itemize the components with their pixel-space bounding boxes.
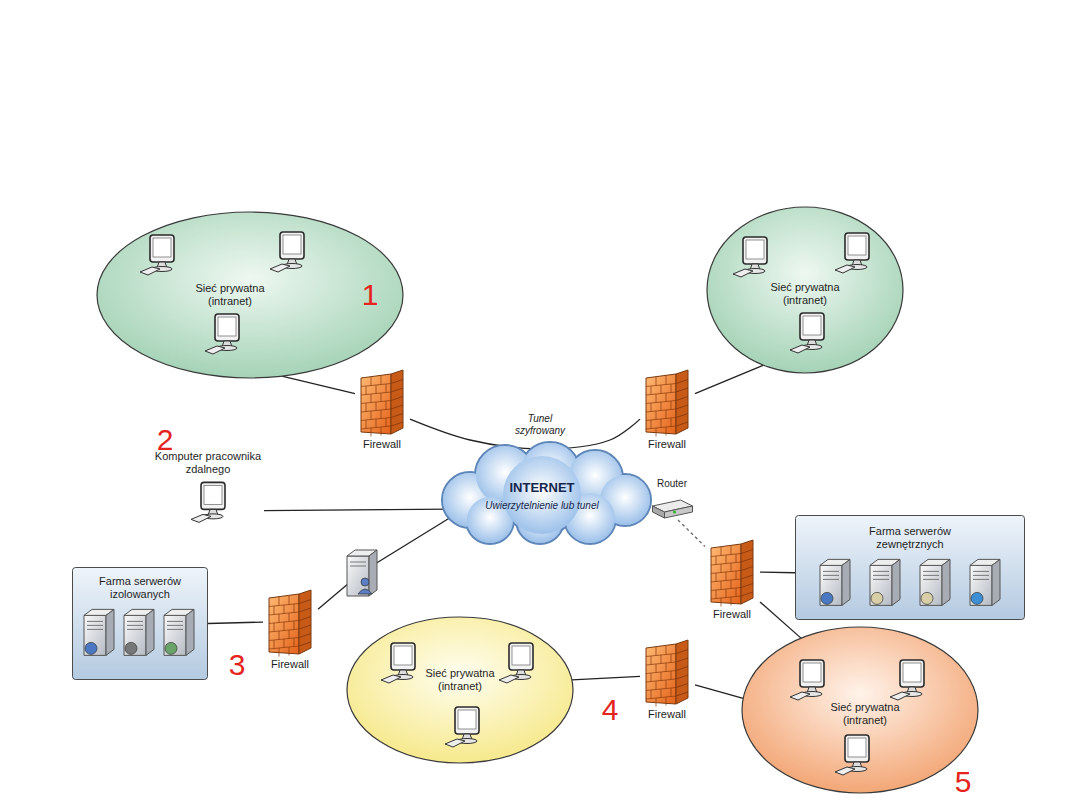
computer-icon (835, 233, 869, 273)
cloud-shape (442, 442, 651, 544)
computer-icon (499, 643, 533, 683)
node-label: Sieć prywatna (intranet) (760, 281, 850, 307)
node-label: Farma serwerów zewnętrznych (855, 525, 965, 551)
node-label: Firewall (355, 438, 410, 451)
firewall-wall (361, 370, 403, 437)
server-icon (920, 559, 950, 605)
computer-icon (445, 707, 479, 747)
network-link (572, 676, 640, 680)
network-link (695, 685, 743, 699)
callout-number: 5 (943, 764, 983, 800)
server-icon (84, 609, 114, 655)
firewall-wall (711, 540, 753, 607)
network-link (282, 376, 355, 393)
server-icon (820, 559, 850, 605)
computer-icon (790, 313, 824, 353)
network-ellipse: Sieć prywatna (intranet) (705, 205, 905, 375)
network-outline (97, 212, 403, 378)
node-label: Sieć prywatna (intranet) (420, 667, 500, 693)
firewall-wall (646, 640, 688, 707)
network-outline (707, 207, 903, 373)
computer-icon (191, 482, 225, 522)
server-icon (870, 559, 900, 605)
farm-outline (73, 568, 208, 680)
network-outline (742, 627, 978, 793)
node-label: Firewall (263, 658, 318, 671)
remote-computer: Komputer pracownika zdalnego (152, 448, 264, 526)
computer-icon (381, 643, 415, 683)
network-link (760, 571, 795, 573)
computer-icon (205, 314, 239, 354)
callout-number: 3 (217, 647, 257, 683)
edge-label: Tunel szyfrowany (505, 413, 575, 437)
server-farm-box: Farma serwerów zewnętrznych (795, 515, 1025, 620)
node-label: Firewall (640, 438, 695, 451)
firewall-icon: Firewall (640, 638, 695, 723)
node-label: Sieć prywatna (intranet) (185, 282, 275, 308)
node-label: Firewall (640, 708, 695, 721)
node-label: Firewall (705, 608, 760, 621)
network-link (318, 513, 458, 610)
network-link (678, 520, 705, 547)
network-link (695, 365, 764, 393)
network-link (760, 602, 801, 638)
firewall-icon: Firewall (640, 368, 695, 453)
node-label: Sieć prywatna (intranet) (825, 701, 905, 727)
node-label: Router (645, 478, 700, 490)
callout-number: 2 (145, 422, 185, 458)
farm-outline (796, 516, 1025, 620)
internet-cloud: INTERNET Uwierzytelnienie lub tunel (430, 440, 655, 545)
router-icon: Router (645, 478, 700, 520)
firewall-icon: Firewall (355, 368, 410, 453)
server-icon (164, 609, 194, 655)
network-ellipse: Sieć prywatna (intranet) (95, 210, 405, 380)
computer-icon (733, 237, 767, 277)
network-ellipse: Sieć prywatna (intranet) (740, 625, 980, 795)
network-outline (347, 617, 573, 763)
computer-icon (790, 660, 824, 700)
server-farm-box: Farma serwerów izolowanych (72, 567, 208, 680)
computer-icon (140, 235, 174, 275)
node-shape (95, 210, 405, 380)
network-ellipse: Sieć prywatna (intranet) (345, 615, 575, 765)
firewall-wall (646, 370, 688, 437)
node-label: INTERNET (462, 480, 622, 496)
firewall-icon: Firewall (263, 588, 318, 673)
callout-number: 4 (590, 692, 630, 728)
firewall-wall (269, 590, 311, 657)
node-label: Farma serwerów izolowanych (90, 575, 190, 601)
server-icon (970, 559, 1000, 605)
auth-server-icon (347, 550, 377, 596)
node-sublabel: Uwierzytelnienie lub tunel (457, 500, 627, 512)
callout-number: 1 (350, 277, 390, 313)
computer-icon (835, 735, 869, 775)
firewall-icon: Firewall (705, 538, 760, 623)
network-link (208, 622, 263, 623)
server-icon (124, 609, 154, 655)
router-box (653, 500, 693, 518)
computer-icon (890, 660, 924, 700)
computer-icon (270, 232, 304, 272)
